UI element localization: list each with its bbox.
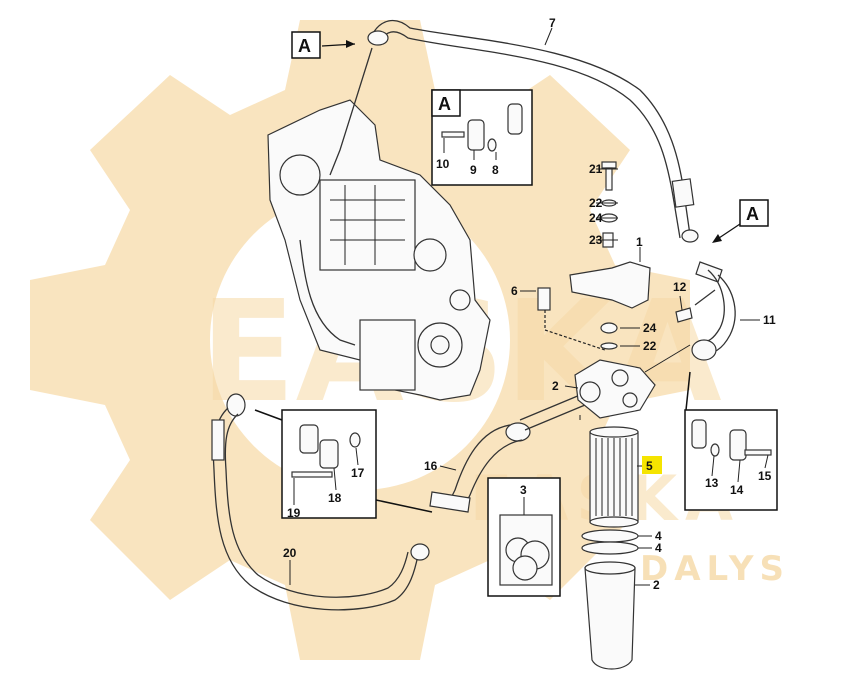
o-ring-lower — [581, 541, 639, 555]
callout-2-head: 2 — [552, 379, 559, 393]
callout-17: 17 — [351, 466, 365, 480]
filter-bowl — [584, 561, 636, 670]
detail-right — [684, 371, 778, 511]
hose-20 — [211, 393, 430, 611]
callout-7: 7 — [549, 16, 556, 30]
o-ring-upper — [581, 529, 639, 543]
transmission-assembly — [267, 99, 491, 401]
callout-13: 13 — [705, 476, 719, 490]
callout-15: 15 — [758, 469, 772, 483]
detail-left — [254, 409, 433, 519]
hose-11 — [691, 261, 736, 361]
callout-3: 3 — [520, 483, 527, 497]
callout-5: 5 — [646, 459, 653, 473]
watermark-sub: DALYS — [640, 549, 790, 589]
callout-1: 1 — [636, 235, 643, 249]
callout-2-bowl: 2 — [653, 578, 660, 592]
callout-16: 16 — [424, 459, 438, 473]
callout-5-highlight — [642, 456, 662, 474]
callout-10: 10 — [436, 157, 450, 171]
callout-4-lower: 4 — [655, 541, 662, 555]
detail-a-top: A — [431, 89, 533, 186]
filter-element — [589, 426, 639, 528]
hose-16 — [429, 394, 586, 513]
hose-7 — [329, 19, 699, 243]
view-marker-a-detail-top: A — [438, 94, 451, 114]
callout-8: 8 — [492, 163, 499, 177]
leader-lines — [289, 27, 769, 586]
fitting — [675, 307, 693, 323]
callout-18: 18 — [328, 491, 342, 505]
callout-20: 20 — [283, 546, 297, 560]
callout-11: 11 — [763, 313, 776, 327]
view-marker-a-right: A — [746, 204, 759, 224]
filter-head — [574, 344, 691, 420]
callout-14: 14 — [730, 483, 744, 497]
callout-24-top: 24 — [589, 211, 603, 225]
callout-23: 23 — [589, 233, 603, 247]
callout-9: 9 — [470, 163, 477, 177]
callout-22-top: 22 — [589, 196, 603, 210]
bolt-stack — [600, 161, 618, 350]
callout-6: 6 — [511, 284, 518, 298]
sensor — [537, 287, 606, 351]
bracket — [569, 261, 651, 309]
callout-12: 12 — [673, 280, 687, 294]
callout-21: 21 — [589, 162, 603, 176]
view-marker-a-left: A — [298, 36, 311, 56]
callout-19: 19 — [287, 506, 301, 520]
callout-4-upper: 4 — [655, 529, 662, 543]
callout-24-bottom: 24 — [643, 321, 657, 335]
callout-22-bottom: 22 — [643, 339, 657, 353]
